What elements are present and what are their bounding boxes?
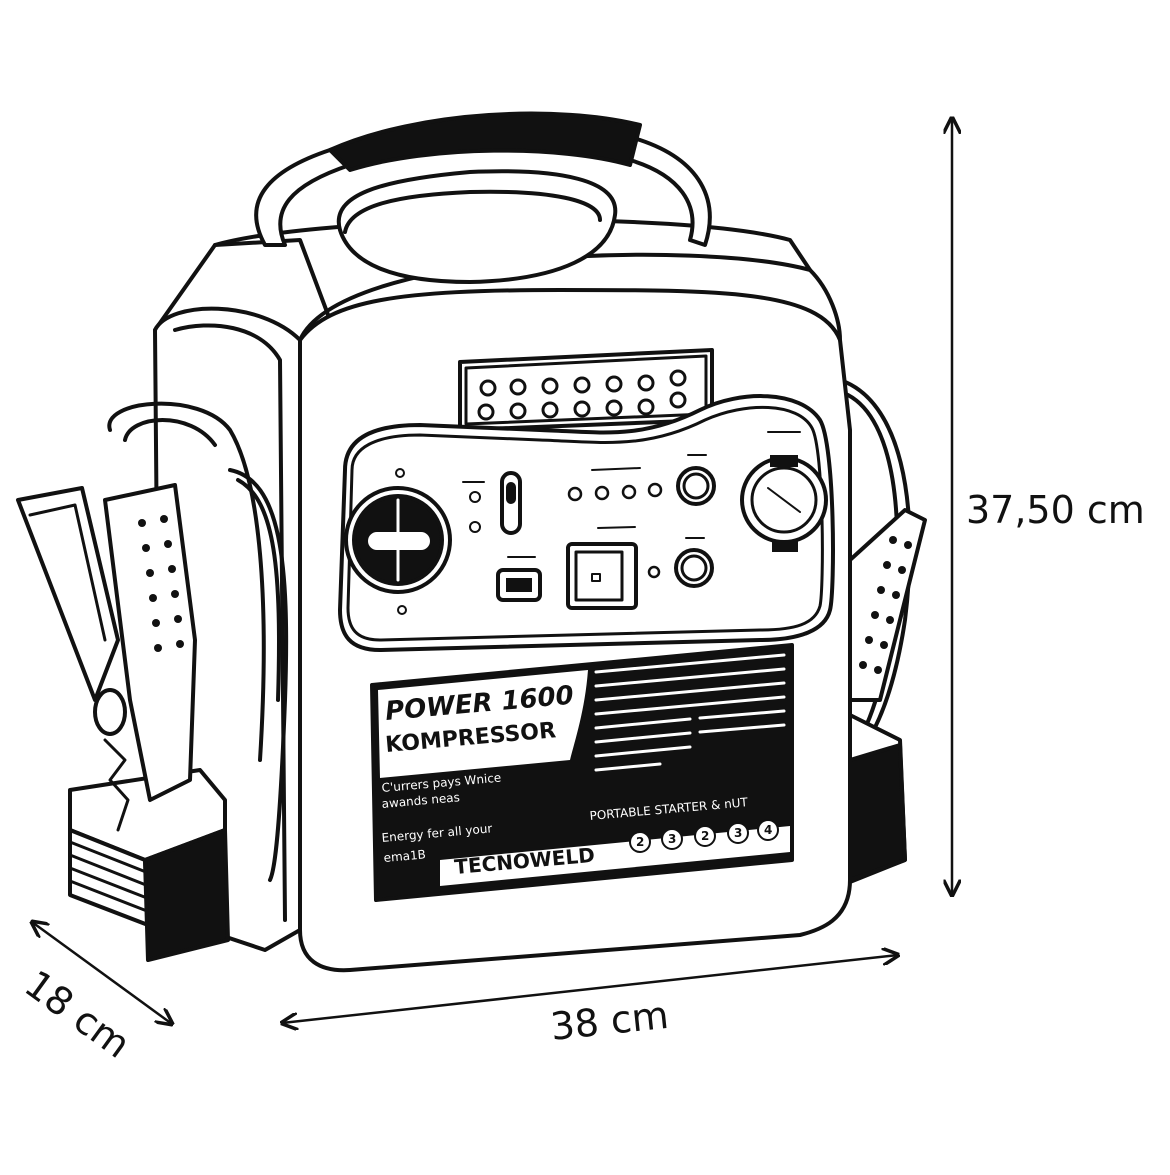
led-light-bar-icon	[458, 348, 714, 432]
badge: 4	[757, 819, 779, 841]
rotary-knob-icon	[344, 468, 452, 615]
control-panel	[338, 394, 835, 652]
left-clamp-holder	[68, 768, 230, 962]
label-badges: 2 3 2 3 4	[629, 819, 779, 853]
height-label: 37,50 cm	[966, 488, 1145, 532]
left-clamp-icon	[16, 483, 197, 832]
label-plate	[370, 643, 794, 902]
power-switch-icon	[566, 542, 638, 610]
right-clamp-icon	[848, 508, 927, 702]
jump-starter-device-icon	[16, 111, 927, 973]
badge: 3	[661, 828, 683, 850]
label-small-line-4: ema1B	[383, 847, 426, 865]
svg-text:3: 3	[734, 826, 742, 840]
width-dimension-line	[282, 955, 898, 1023]
badge: 3	[727, 822, 749, 844]
svg-text:2: 2	[636, 835, 644, 849]
dimension-lines	[32, 118, 952, 1024]
svg-text:2: 2	[701, 829, 709, 843]
badge: 2	[694, 825, 716, 847]
mode-toggle-icon	[462, 471, 522, 535]
depth-label: 18 cm	[17, 962, 139, 1067]
push-button-icon	[674, 454, 716, 588]
width-label: 38 cm	[548, 993, 670, 1049]
cigarette-socket-icon	[740, 431, 828, 552]
svg-text:3: 3	[668, 832, 676, 846]
badge: 2	[629, 831, 651, 853]
depth-dimension-line	[32, 922, 172, 1024]
svg-text:4: 4	[764, 823, 772, 837]
handle-icon	[254, 111, 712, 284]
label-small-line-2: awands neas	[381, 790, 460, 811]
usb-port-icon	[496, 568, 542, 602]
